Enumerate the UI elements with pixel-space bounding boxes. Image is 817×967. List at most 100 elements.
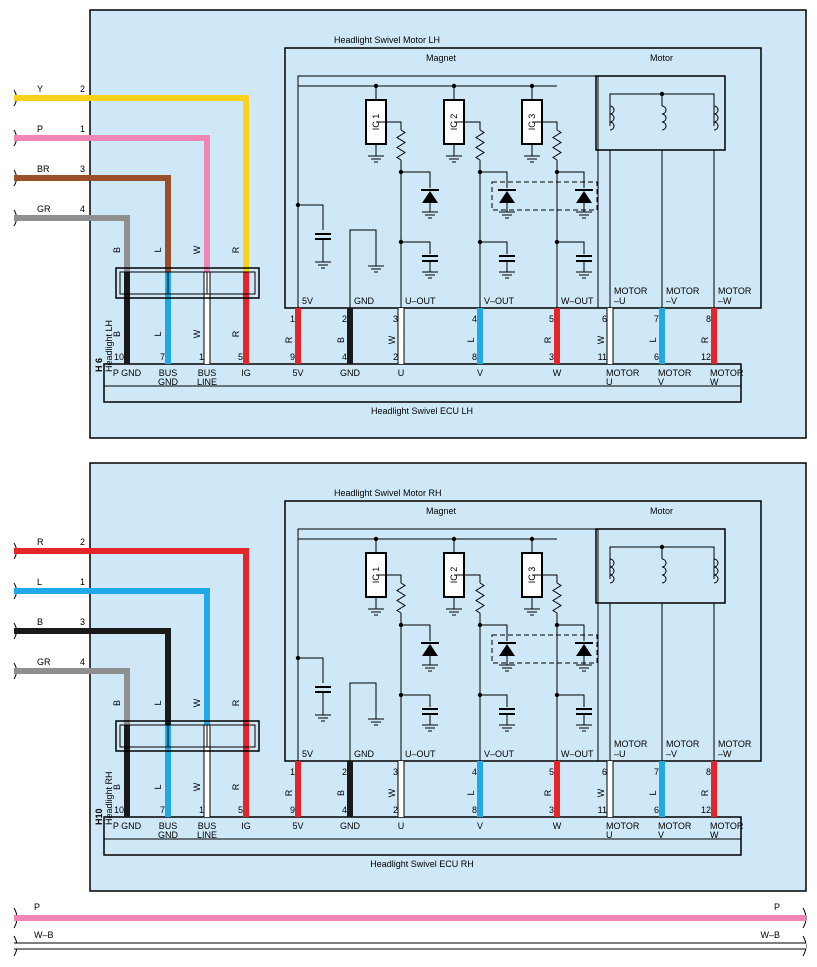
ground-icon [499, 724, 515, 732]
motor-terminal-name: MOTOR [718, 286, 752, 296]
diode-group-box [491, 634, 598, 664]
ecu-terminal-name: W [553, 821, 562, 831]
motor-pin-number: 1 [290, 767, 295, 777]
ecu-terminal-name: BUS [198, 368, 217, 378]
wire-color-code: GR [37, 657, 51, 667]
diode-icon [421, 189, 439, 203]
ground-icon [576, 211, 592, 219]
wire-color-code: L [466, 337, 476, 342]
ecu-pin-number: 2 [393, 805, 398, 815]
ecu-terminal-name: MOTOR [606, 821, 640, 831]
ground-icon [499, 664, 515, 672]
wire-color-code: L [153, 247, 163, 252]
ecu-terminal-name: GND [158, 830, 179, 840]
ecu-terminal-name: W [553, 368, 562, 378]
wire-color-code: W [192, 329, 202, 338]
wire-color-code: R [231, 699, 241, 706]
ecu-terminal-name: MOTOR [606, 368, 640, 378]
ground-icon [422, 724, 438, 732]
ecu-pin-number: 6 [654, 805, 659, 815]
ecu-pin-number: 9 [290, 805, 295, 815]
motor-pin-number: 2 [342, 767, 347, 777]
wire-color-code: L [648, 337, 658, 342]
motor-terminal-name: MOTOR [614, 286, 648, 296]
wire-color-code: R [700, 789, 710, 796]
wire-color-code: W [192, 698, 202, 707]
ground-icon [368, 155, 384, 163]
diode-icon [575, 642, 593, 656]
motor-terminal-name: MOTOR [666, 739, 700, 749]
incoming-wire [14, 95, 249, 272]
coil-icon [609, 558, 615, 584]
wire-color-code: W–B [760, 930, 780, 940]
magnet-label: Magnet [426, 506, 457, 516]
ecu-terminal-name: GND [340, 821, 361, 831]
ecu-pin-number: 10 [114, 352, 124, 362]
ecu-pin-number: 11 [598, 805, 607, 815]
ground-icon [524, 608, 540, 616]
swivel-ecu-box [103, 363, 742, 403]
motor-terminal-name: –V [666, 296, 677, 306]
wire-color-code: GR [37, 204, 51, 214]
motor-terminal-name: U–OUT [405, 749, 436, 759]
ecu-terminal-name: IG [241, 368, 251, 378]
motor-terminal-name: MOTOR [614, 739, 648, 749]
wire-color-code: P [37, 124, 43, 134]
wire-color-code: B [112, 247, 122, 253]
wire-color-code: L [153, 700, 163, 705]
coil-icon [661, 558, 667, 584]
ground-icon [368, 608, 384, 616]
motor-terminal-name: –U [614, 296, 626, 306]
coil-icon [713, 105, 719, 131]
motor-pin-number: 5 [549, 314, 554, 324]
magnet-box [297, 528, 599, 761]
motor-terminal-name: V–OUT [484, 749, 515, 759]
resistor-icon [396, 129, 406, 161]
motor-terminal-name: 5V [302, 749, 313, 759]
resistor-icon [552, 582, 562, 614]
ecu-terminal-name: U [398, 821, 405, 831]
ground-icon [368, 265, 384, 273]
connector-pin-number: 2 [80, 537, 85, 547]
motor-pin-number: 8 [706, 767, 711, 777]
connector-pin-number: 1 [80, 124, 85, 134]
coil-icon [661, 105, 667, 131]
diode-icon [421, 642, 439, 656]
motor-terminal-name: –W [718, 749, 732, 759]
motor-label: Motor [650, 53, 673, 63]
magnet-label: Magnet [426, 53, 457, 63]
ecu-terminal-name: MOTOR [710, 821, 744, 831]
resistor-icon [475, 582, 485, 614]
ecu-terminal-name: U [398, 368, 405, 378]
wire-color-code: P [34, 902, 40, 912]
motor-terminal-name: V–OUT [484, 296, 515, 306]
wire-color-code: BR [37, 164, 50, 174]
wire-color-code: R [231, 783, 241, 790]
resistor-icon [475, 129, 485, 161]
wire-color-code: L [648, 790, 658, 795]
ground-icon [524, 155, 540, 163]
ecu-terminal-name: U [606, 830, 613, 840]
incoming-wire [14, 175, 171, 272]
coil-icon [609, 105, 615, 131]
ecu-pin-number: 3 [549, 805, 554, 815]
wire-color-code: R [543, 789, 553, 796]
ecu-pin-number: 12 [701, 805, 711, 815]
connector-id: H 6 [94, 358, 104, 372]
motor-terminal-name: GND [354, 749, 375, 759]
ecu-terminal-name: V [658, 377, 664, 387]
connector-name: Headlight RH [104, 771, 114, 825]
wire-color-code: L [153, 331, 163, 336]
ecu-pin-number: 7 [160, 352, 165, 362]
ecu-pin-number: 3 [549, 352, 554, 362]
ecu-terminal-name: LINE [197, 830, 217, 840]
wire-color-code: L [466, 790, 476, 795]
ecu-terminal-name: GND [340, 368, 361, 378]
swivel-ecu-title: Headlight Swivel ECU RH [370, 859, 474, 869]
motor-pin-number: 3 [393, 314, 398, 324]
ecu-pin-number: 4 [342, 352, 347, 362]
ground-icon [576, 271, 592, 279]
ecu-pin-number: 8 [472, 352, 477, 362]
